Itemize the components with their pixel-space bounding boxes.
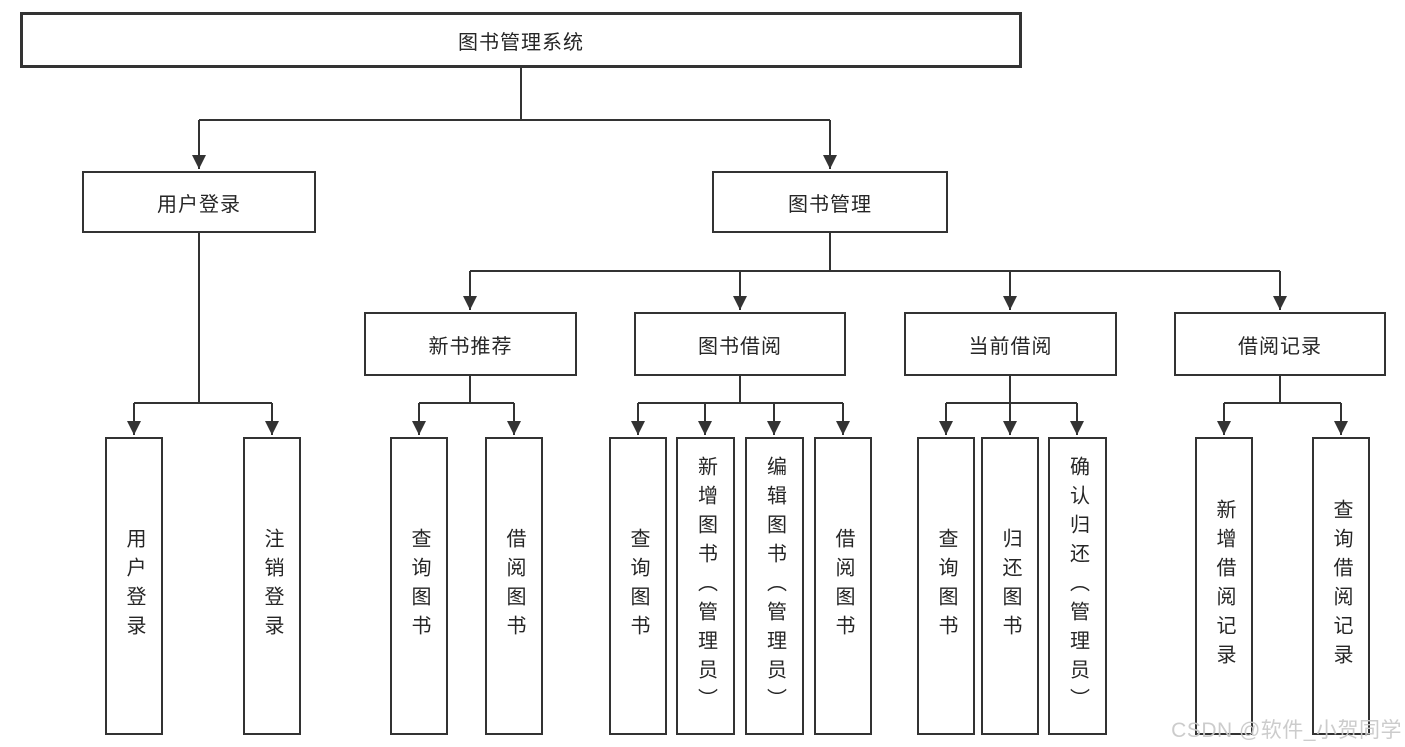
connector-new-book-bar xyxy=(419,376,514,404)
leaf-confirm-return-admin-label: 确认归还（管理员） xyxy=(1066,455,1089,717)
leaf-new-book-borrow-label: 借阅图书 xyxy=(503,528,525,644)
node-borrow-record: 借阅记录 xyxy=(1174,312,1386,376)
connector-book-mgmt-bar xyxy=(470,233,1280,272)
connector-root-bar xyxy=(199,68,830,121)
leaf-record-add: 新增借阅记录 xyxy=(1195,437,1253,735)
node-user-login: 用户登录 xyxy=(82,171,316,233)
leaf-book-borrow-query: 查询图书 xyxy=(609,437,667,735)
leaf-confirm-return-admin: 确认归还（管理员） xyxy=(1048,437,1107,735)
connector-user-login-bar xyxy=(134,233,272,404)
connector-book-borrow-bar xyxy=(638,376,843,404)
leaf-book-add-admin: 新增图书（管理员） xyxy=(676,437,735,735)
leaf-book-borrow-borrow-label: 借阅图书 xyxy=(832,528,854,644)
leaf-book-return: 归还图书 xyxy=(981,437,1039,735)
connector-current-borrow-bar xyxy=(946,376,1077,404)
leaf-user-login-label: 用户登录 xyxy=(123,528,145,644)
node-new-book-recommend: 新书推荐 xyxy=(364,312,577,376)
leaf-book-borrow-borrow: 借阅图书 xyxy=(814,437,872,735)
leaf-book-borrow-query-label: 查询图书 xyxy=(627,528,649,644)
leaf-user-login: 用户登录 xyxy=(105,437,163,735)
leaf-new-book-query-label: 查询图书 xyxy=(408,528,430,644)
leaf-new-book-borrow: 借阅图书 xyxy=(485,437,543,735)
leaf-current-borrow-query-label: 查询图书 xyxy=(935,528,957,644)
leaf-book-add-admin-label: 新增图书（管理员） xyxy=(694,455,717,717)
leaf-record-query: 查询借阅记录 xyxy=(1312,437,1370,735)
leaf-book-edit-admin-label: 编辑图书（管理员） xyxy=(763,455,786,717)
node-root-system: 图书管理系统 xyxy=(20,12,1022,68)
node-book-borrow: 图书借阅 xyxy=(634,312,846,376)
node-book-management: 图书管理 xyxy=(712,171,948,233)
leaf-record-query-label: 查询借阅记录 xyxy=(1330,499,1352,673)
leaf-record-add-label: 新增借阅记录 xyxy=(1213,499,1235,673)
node-current-borrow: 当前借阅 xyxy=(904,312,1117,376)
leaf-current-borrow-query: 查询图书 xyxy=(917,437,975,735)
leaf-new-book-query: 查询图书 xyxy=(390,437,448,735)
leaf-book-edit-admin: 编辑图书（管理员） xyxy=(745,437,804,735)
leaf-logout-label: 注销登录 xyxy=(261,528,283,644)
csdn-watermark: CSDN @软件_小贺同学 xyxy=(1171,719,1402,742)
connector-borrow-record-bar xyxy=(1224,376,1341,404)
leaf-logout: 注销登录 xyxy=(243,437,301,735)
leaf-book-return-label: 归还图书 xyxy=(999,528,1021,644)
